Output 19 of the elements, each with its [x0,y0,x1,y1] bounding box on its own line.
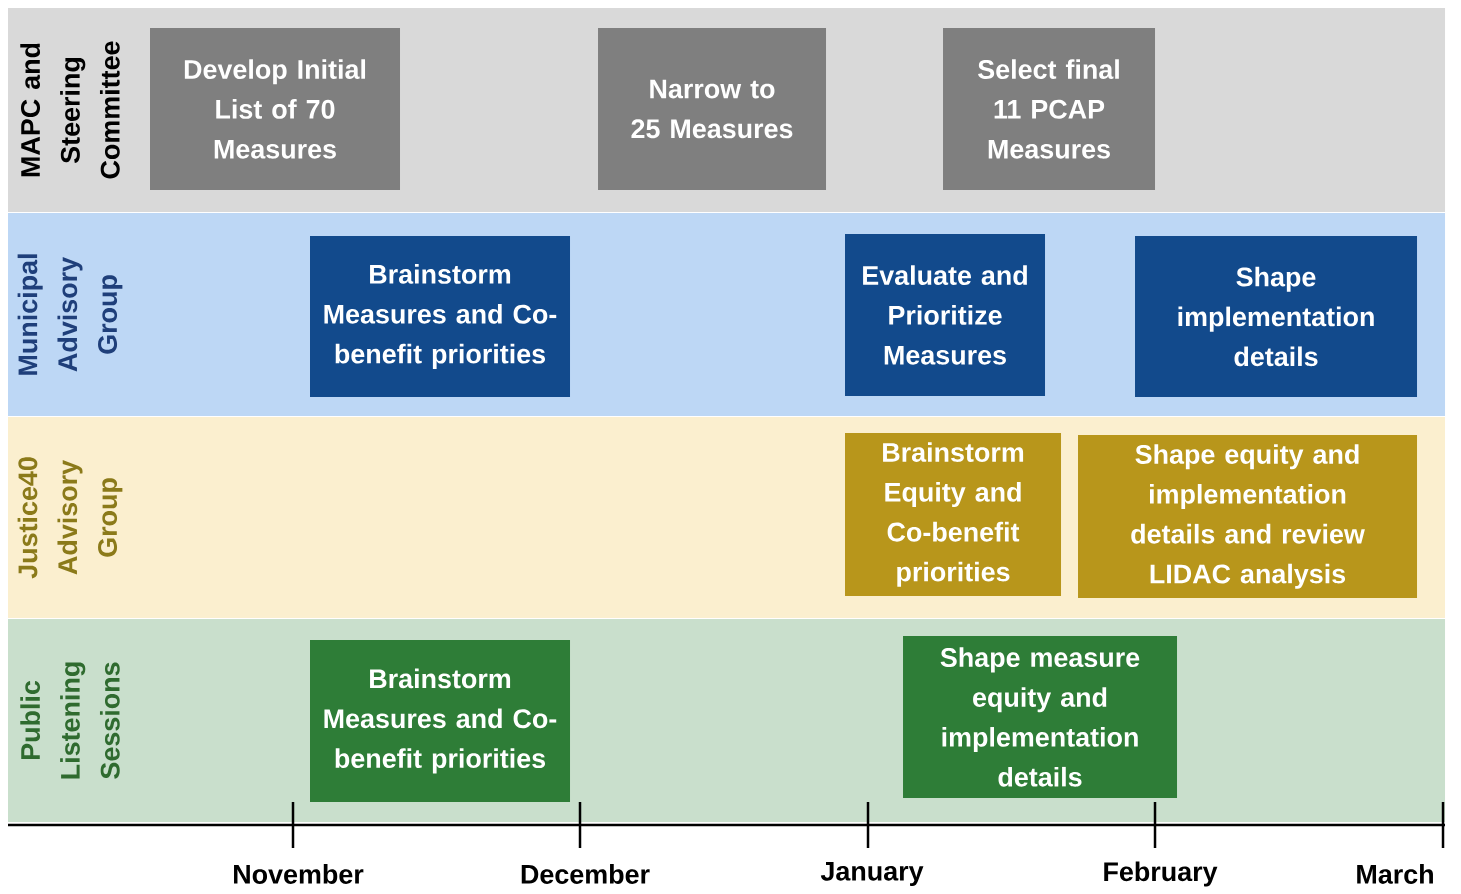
activity-box: Shape implementation details [1135,236,1417,397]
month-label: November [234,864,364,884]
month-label: February [1104,861,1218,887]
activity-box: Develop Initial List of 70 Measures [150,28,400,190]
activity-box: Brainstorm Equity and Co-benefit priorities [845,433,1061,596]
month-label: December [521,864,650,884]
month-label: March [1357,864,1433,884]
activity-box: Shape measure equity and implementation details [903,636,1177,798]
lane-heading: Municipal Advisory Group [17,254,123,375]
lane-heading: MAPC and Steering Committee [20,41,120,179]
activity-box: Brainstorm Measures and Co-benefit priorities [310,236,570,397]
month-label: January [820,861,924,887]
activity-box: Shape equity and implementation details and review LIDAC analysis [1078,435,1417,598]
activity-box: Narrow to 25 Measures [598,28,826,190]
activity-box: Brainstorm Measures and Co-benefit priorities [310,640,570,802]
lane-heading: Justice40 Advisory Group [17,457,123,579]
lane-heading: Public Listening Sessions [20,662,120,779]
activity-box: Evaluate and Prioritize Measures [845,234,1045,396]
activity-box: Select final 11 PCAP Measures [943,28,1155,190]
